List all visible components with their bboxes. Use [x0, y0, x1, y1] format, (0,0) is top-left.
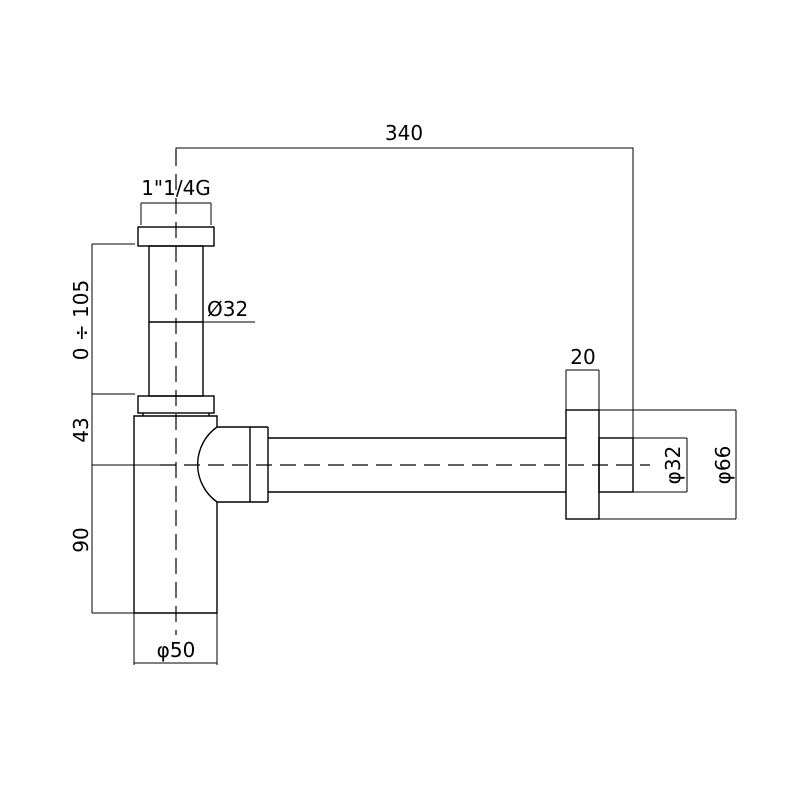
label-tube-diameter: Ø32 — [207, 297, 248, 321]
label-height-adjust: 0 ÷ 105 — [69, 280, 93, 360]
dimension-right — [599, 409, 737, 520]
label-lower-height: 90 — [69, 527, 93, 552]
label-upper-height: 43 — [69, 417, 93, 442]
label-flange-width: 20 — [570, 345, 595, 369]
label-thread: 1"1/4G — [141, 176, 211, 200]
label-flange-diameter: φ66 — [711, 446, 735, 485]
dimension-left — [91, 243, 160, 614]
label-340: 340 — [385, 121, 423, 145]
label-body-diameter: φ50 — [157, 638, 196, 662]
label-outlet-diameter: φ32 — [661, 446, 685, 485]
trap-body — [133, 415, 218, 614]
dimension-body-diameter — [133, 613, 218, 665]
dimension-flange-width — [565, 369, 600, 410]
